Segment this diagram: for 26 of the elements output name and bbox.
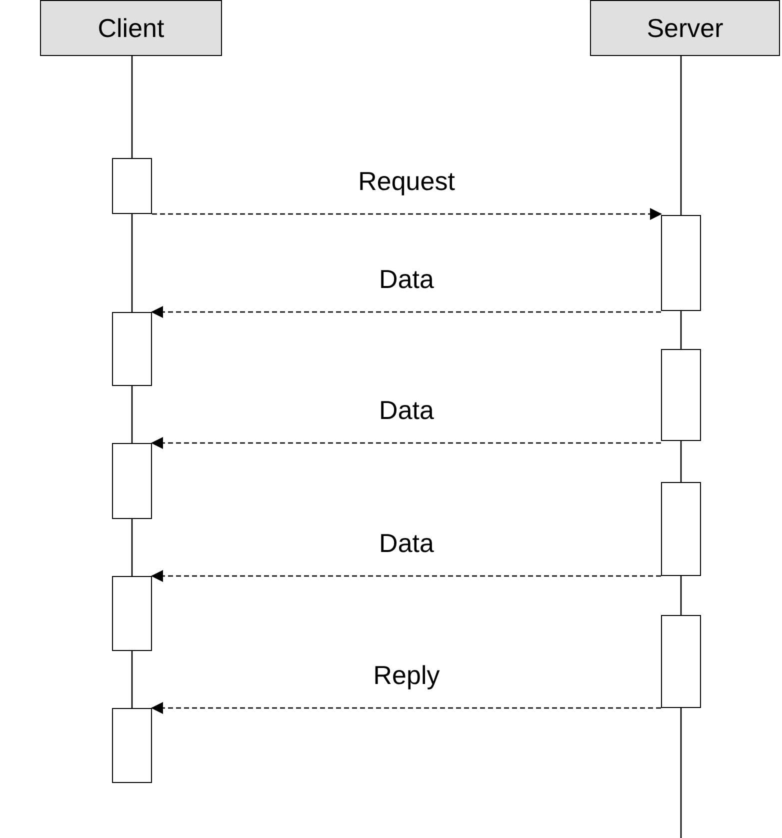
lifeline	[680, 311, 682, 349]
activation-box	[112, 158, 152, 214]
activation-box	[112, 443, 152, 519]
message-arrow	[151, 570, 661, 582]
message-arrow	[151, 306, 661, 318]
lifeline	[131, 386, 133, 443]
lifeline-header: Client	[40, 0, 222, 56]
lifeline	[680, 441, 682, 482]
message-arrow	[151, 702, 661, 714]
lifeline-header: Server	[590, 0, 780, 56]
message-arrow	[152, 208, 662, 220]
activation-box	[661, 349, 701, 441]
activation-box	[112, 576, 152, 651]
lifeline	[131, 214, 133, 312]
activation-box	[661, 215, 701, 311]
activation-box	[661, 615, 701, 708]
activation-box	[112, 312, 152, 386]
lifeline	[131, 519, 133, 576]
lifeline	[131, 651, 133, 708]
lifeline	[131, 56, 133, 158]
lifeline	[680, 708, 682, 838]
activation-box	[112, 708, 152, 783]
lifeline	[680, 576, 682, 615]
message-arrow	[151, 437, 661, 449]
activation-box	[661, 482, 701, 576]
lifeline	[680, 56, 682, 215]
